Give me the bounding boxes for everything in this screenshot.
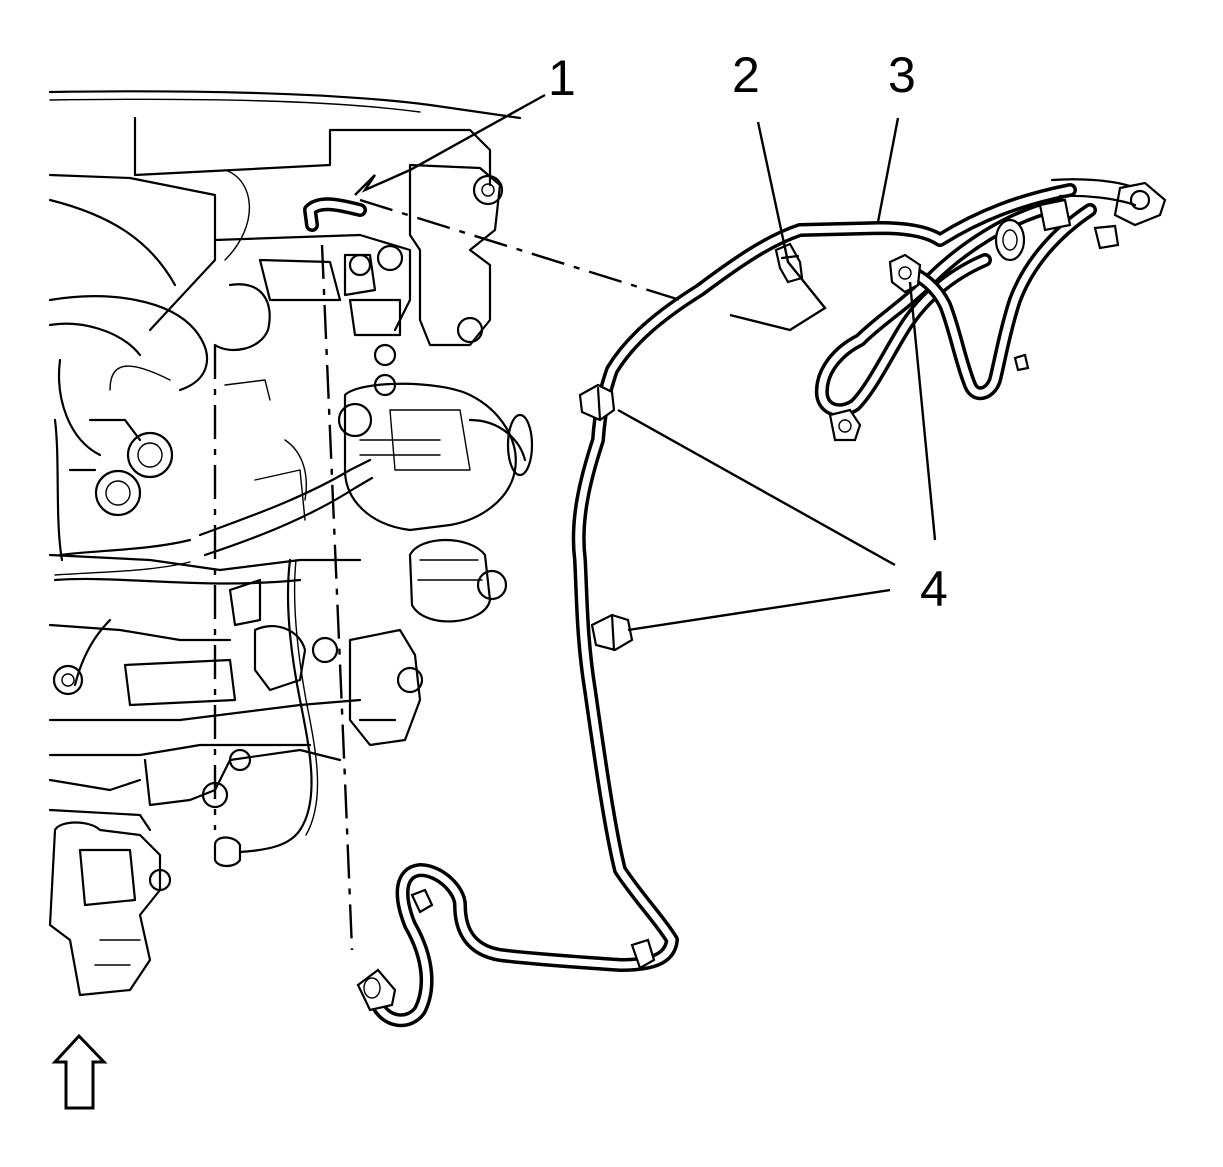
up-arrow-icon bbox=[51, 1033, 108, 1110]
heater-hose-assembly bbox=[303, 178, 1167, 1028]
engine-assembly bbox=[48, 90, 534, 997]
callout-1: 1 bbox=[548, 50, 576, 106]
callout-3: 3 bbox=[888, 47, 916, 103]
callout-4: 4 bbox=[920, 561, 948, 617]
callout-2: 2 bbox=[732, 47, 760, 103]
leader-lines bbox=[354, 93, 937, 632]
